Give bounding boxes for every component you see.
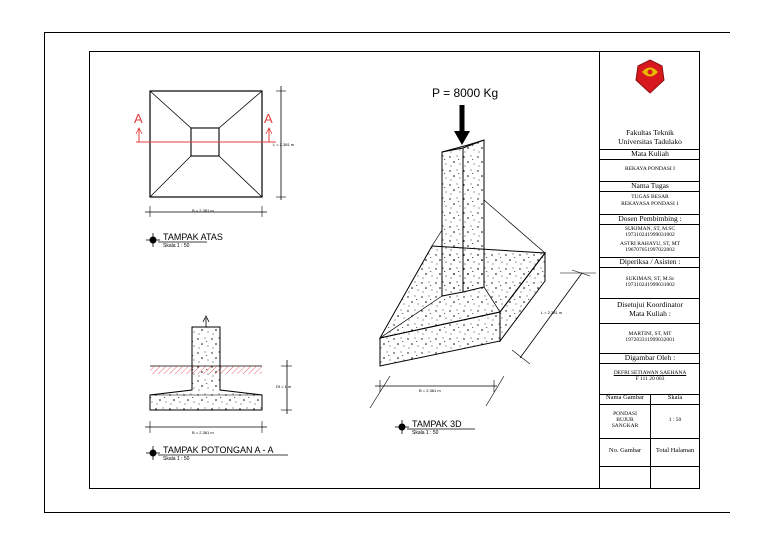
checked-name: SUKIMAN, ST, M.Sc <box>625 276 675 282</box>
top-view-scale: Skala 1 : 50 <box>163 243 190 249</box>
load-label: P = 8000 Kg <box>432 86 499 100</box>
task-line-2: REKAYASA PONDASI 1 <box>621 201 679 207</box>
supervisor-2-name: ASTRI RAHAYU, ST, MT <box>619 241 681 247</box>
drawing-name-header: Nama Gambar <box>605 394 645 401</box>
top-dim-b: B = 2,381 m <box>192 208 214 213</box>
section-dim-b: B = 2,381 m <box>192 430 214 435</box>
iso-view <box>369 105 596 434</box>
task-line-1: TUGAS BESAR <box>631 194 669 200</box>
iso-view-title: TAMPAK 3D <box>412 419 462 429</box>
footing-outline <box>149 90 263 198</box>
approved-header-1: Disetujui Koordinator <box>616 300 684 309</box>
drawn-id: F 111 20 003 <box>635 376 665 382</box>
task-header: Nama Tugas <box>631 181 669 190</box>
approved-name: MARTINI, ST, MT <box>628 331 672 337</box>
checked-id: 197310241999031002 <box>625 282 675 288</box>
section-dim-df: Df = 1 m <box>276 384 292 389</box>
top-dim-l: L = 2,381 m <box>273 142 295 147</box>
top-view-title: TAMPAK ATAS <box>163 232 223 242</box>
iso-dim-b: B = 2,381 m <box>419 388 441 393</box>
scale-value: 1 : 50 <box>668 417 682 423</box>
supervisor-1-name: SUKIMAN, ST, M.SC <box>624 226 676 232</box>
drawing-name-1: PONDASI <box>613 411 637 417</box>
drawing-frame <box>89 51 700 489</box>
supervisor-1-id: 197310241999031002 <box>625 232 675 238</box>
iso-dim-l: L = 2,381 m <box>541 310 563 315</box>
section-marker-left: A <box>134 111 143 126</box>
university-name: Universitas Tadulako <box>618 137 682 146</box>
drawing-no-header: No. Gambar <box>608 447 642 454</box>
faculty-name: Fakultas Teknik <box>626 128 674 137</box>
iso-view-scale: Skala 1 : 50 <box>412 430 439 436</box>
course-header: Mata Kuliah <box>631 149 669 158</box>
drawing-sheet <box>44 32 730 513</box>
section-marker-right: A <box>264 111 273 126</box>
drawing-name-3: SANGKAR <box>611 423 639 429</box>
supervisor-header: Dosen Pembimbing : <box>618 214 682 223</box>
checked-header: Diperiksa / Asisten : <box>619 257 681 266</box>
total-pages-header: Total Halaman <box>655 447 695 454</box>
title-block: Fakultas Teknik Universitas Tadulako Mat… <box>599 51 700 489</box>
section-view <box>145 315 292 460</box>
scale-header: Skala <box>667 394 683 401</box>
footing-section <box>149 326 263 411</box>
drawn-name: DEFRI SETIAWAN SAEHANA <box>613 370 687 376</box>
footing-side-face <box>499 251 546 343</box>
approved-id: 197203311999032001 <box>625 337 675 343</box>
course-name: REKAYA PONDASI I <box>625 166 675 172</box>
university-logo <box>635 59 665 94</box>
drawing-name-2: BUJUR <box>616 417 634 423</box>
top-view <box>135 86 286 247</box>
section-view-scale: Skala 1 : 50 <box>163 456 190 462</box>
section-view-title: TAMPAK POTONGAN A - A <box>163 445 274 455</box>
drawn-header: Digambar Oleh : <box>624 353 676 362</box>
approved-header-2: Mata Kuliah : <box>629 309 671 318</box>
supervisor-2-id: 196707051997022002 <box>625 247 675 253</box>
